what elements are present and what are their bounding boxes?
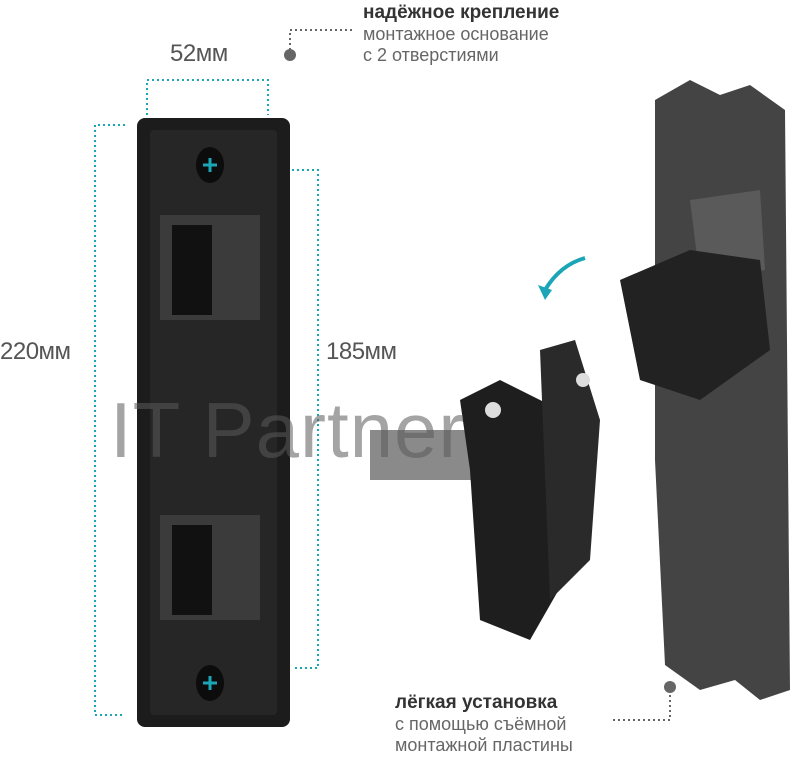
- width-label: 52мм: [170, 40, 228, 67]
- wall-plate: [137, 118, 290, 727]
- callout-dot: [284, 49, 296, 61]
- mounting-hole-icon: [203, 676, 217, 690]
- callout-bottom-title: лёгкая установка: [395, 692, 558, 713]
- callout-top: надёжное крепление монтажное основание с…: [363, 2, 559, 66]
- rotate-arrow-icon: [543, 256, 586, 292]
- hole-spacing-dimension-line: [292, 169, 319, 669]
- dimension-lines: [94, 79, 319, 716]
- height-label: 220мм: [0, 338, 71, 365]
- tv-bracket: [370, 80, 790, 700]
- height-dimension-line: [94, 124, 125, 716]
- mounting-hole-icon: [203, 158, 217, 172]
- callout-bottom: лёгкая установка с помощью съёмной монта…: [395, 692, 573, 756]
- watermark: IT Partner: [110, 386, 466, 474]
- hole-spacing-label: 185мм: [326, 338, 397, 365]
- callout-top-title: надёжное крепление: [363, 2, 560, 23]
- callout-top-line1: монтажное основание: [363, 24, 549, 44]
- callout-top-line2: с 2 отверстиями: [363, 45, 499, 65]
- callout-bottom-line1: с помощью съёмной: [395, 714, 567, 734]
- callout-dot: [664, 681, 676, 693]
- rotate-arrow-head-icon: [538, 285, 552, 300]
- width-dimension-line: [146, 79, 269, 115]
- callout-leader-lines: [289, 29, 671, 721]
- callout-bottom-line2: монтажной пластины: [395, 735, 573, 755]
